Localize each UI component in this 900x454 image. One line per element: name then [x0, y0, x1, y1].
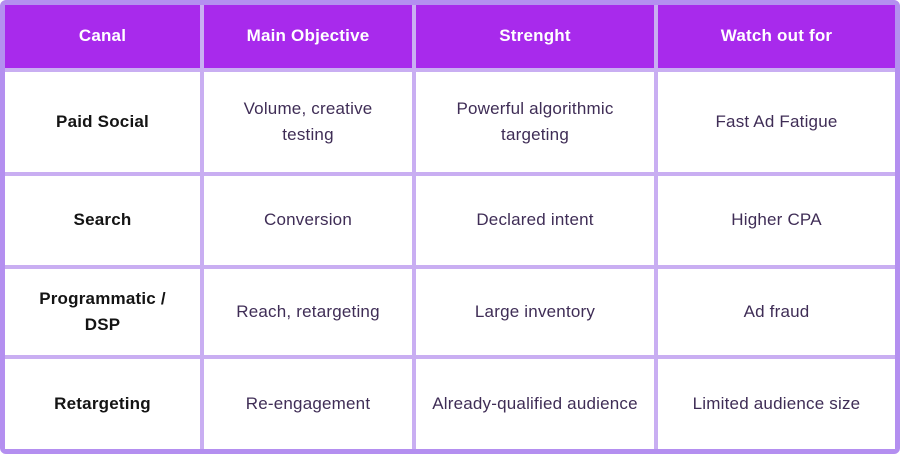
- row-paid-social-canal: Paid Social: [5, 72, 200, 172]
- row-retargeting-strength: Already-qualified audience: [416, 359, 654, 449]
- row-programmatic-canal: Programmatic / DSP: [5, 269, 200, 355]
- row-programmatic-objective: Reach, retargeting: [204, 269, 412, 355]
- row-programmatic-strength: Large inventory: [416, 269, 654, 355]
- row-paid-social-objective: Volume, creative testing: [204, 72, 412, 172]
- header-cell-main-objective: Main Objective: [204, 5, 412, 68]
- header-cell-strength: Strenght: [416, 5, 654, 68]
- row-search-watch: Higher CPA: [658, 176, 895, 265]
- row-paid-social-strength: Powerful algorithmic targeting: [416, 72, 654, 172]
- header-cell-canal: Canal: [5, 5, 200, 68]
- row-search-canal: Search: [5, 176, 200, 265]
- row-retargeting-canal: Retargeting: [5, 359, 200, 449]
- header-cell-watch-out-for: Watch out for: [658, 5, 895, 68]
- row-programmatic-watch: Ad fraud: [658, 269, 895, 355]
- row-retargeting-watch: Limited audience size: [658, 359, 895, 449]
- row-paid-social-watch: Fast Ad Fatigue: [658, 72, 895, 172]
- row-search-strength: Declared intent: [416, 176, 654, 265]
- row-retargeting-objective: Re-engagement: [204, 359, 412, 449]
- row-search-objective: Conversion: [204, 176, 412, 265]
